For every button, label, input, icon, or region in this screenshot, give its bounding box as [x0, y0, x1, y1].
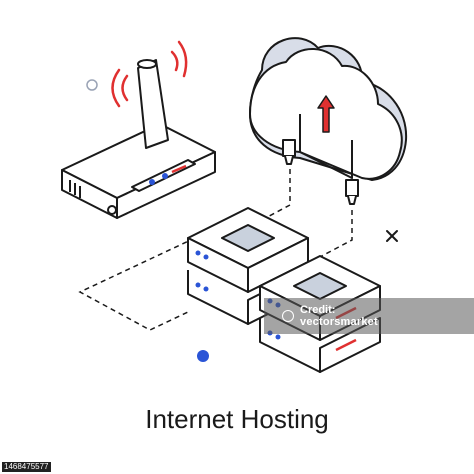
cloud-upload-icon — [249, 37, 408, 205]
server-stack-icon — [187, 207, 381, 373]
watermark-text: Credit: vectorsmarket — [300, 304, 378, 328]
cross-sparkle-icon — [386, 230, 398, 242]
watermark-credit-label: Credit: — [300, 304, 336, 316]
circle-sparkle-icon — [86, 79, 98, 91]
dot-sparkle-icon — [197, 350, 209, 362]
stock-id-label: 1468475577 — [2, 462, 51, 472]
router-icon — [61, 59, 216, 219]
connection-lines — [78, 160, 353, 331]
watermark-brand-name: vectorsmarket — [300, 316, 378, 328]
illustration-caption: Internet Hosting — [145, 404, 329, 434]
watermark-overlay: Credit: vectorsmarket — [264, 298, 474, 334]
wifi-signal-icon — [111, 40, 188, 108]
watermark-logo-icon — [282, 310, 294, 322]
